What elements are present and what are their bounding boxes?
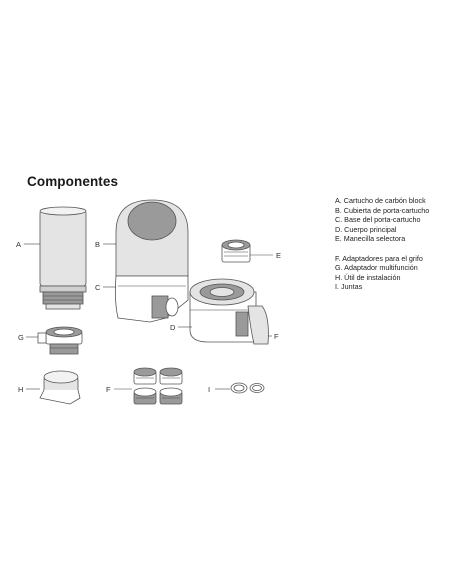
page-title: Componentes bbox=[27, 174, 119, 189]
legend-item-c: C. Base del porta-cartucho bbox=[335, 215, 421, 225]
adapter-f-single bbox=[221, 239, 251, 263]
legend-item-i: I. Juntas bbox=[335, 282, 363, 292]
callout-g: G bbox=[18, 333, 24, 342]
adapter-f-2 bbox=[159, 367, 183, 385]
adapter-set-f bbox=[133, 367, 183, 405]
callout-e: F bbox=[274, 332, 279, 341]
cartridge-cover-b bbox=[115, 199, 189, 277]
callout-f-top: E bbox=[276, 251, 281, 260]
adapter-f-4 bbox=[159, 387, 183, 405]
adapter-f-3 bbox=[133, 387, 157, 405]
callout-d: D bbox=[170, 323, 176, 332]
legend-item-e: E. Manecilla selectora bbox=[335, 234, 406, 244]
seals-i bbox=[230, 382, 265, 394]
adapter-f-1 bbox=[133, 367, 157, 385]
main-body-d bbox=[189, 278, 257, 343]
callout-f-bottom: F bbox=[106, 385, 111, 394]
installation-tool-h bbox=[39, 370, 81, 405]
cartridge-a bbox=[39, 206, 87, 310]
legend-item-h: H. Útil de instalación bbox=[335, 272, 401, 282]
callout-b: B bbox=[95, 240, 100, 249]
legend: A. Cartucho de carbón block B. Cubierta … bbox=[335, 196, 429, 292]
cartridge-base-c bbox=[114, 275, 189, 323]
legend-item-d: D. Cuerpo principal bbox=[335, 224, 397, 234]
multifunction-adapter-g bbox=[37, 326, 83, 355]
callout-c: C bbox=[95, 283, 101, 292]
legend-item-b: B. Cubierta de porta-cartucho bbox=[335, 205, 430, 215]
selector-lever-e bbox=[247, 305, 269, 345]
legend-item-a: A. Cartucho de carbón block bbox=[335, 196, 426, 205]
callout-h: H bbox=[18, 385, 23, 394]
legend-item-f: F. Adaptadores para el grifo bbox=[335, 253, 423, 263]
callout-a: A bbox=[16, 240, 21, 249]
legend-item-g: G. Adaptador multifunción bbox=[335, 263, 418, 273]
callout-i: I bbox=[208, 385, 210, 394]
